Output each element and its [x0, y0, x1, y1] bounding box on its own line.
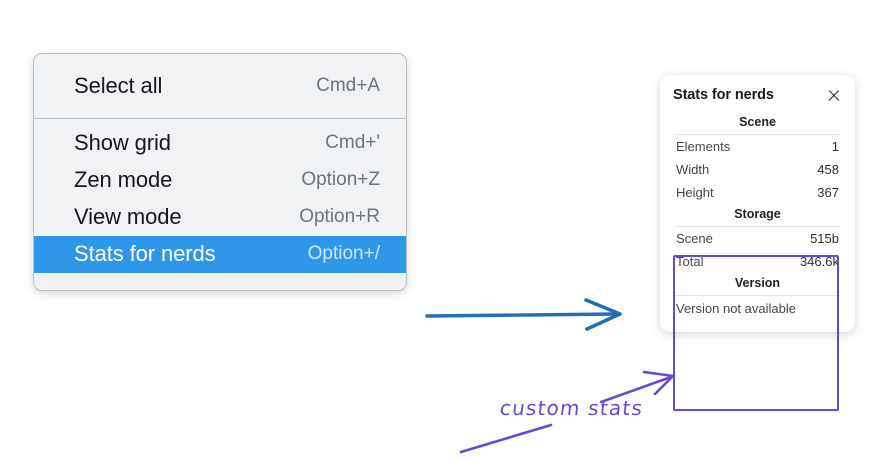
- stats-panel-title: Stats for nerds: [673, 87, 774, 103]
- section-title-storage: Storage: [734, 207, 781, 221]
- custom-stats-annotation-label: custom stats: [498, 396, 645, 420]
- stat-label: Scene: [676, 231, 713, 246]
- stat-row: Width 458: [673, 158, 842, 181]
- version-not-available-text: Version not available: [676, 301, 796, 316]
- menu-item-shortcut: Cmd+': [325, 132, 380, 153]
- stat-label: Elements: [676, 139, 731, 154]
- menu-item-label: Stats for nerds: [74, 241, 216, 266]
- menu-group-2: Show grid Cmd+' Zen mode Option+Z View m…: [34, 119, 406, 290]
- stat-label: Total: [676, 254, 704, 269]
- stat-value: 367: [817, 185, 839, 200]
- menu-item-shortcut: Option+Z: [301, 169, 380, 190]
- menu-item-label: Show grid: [74, 130, 171, 155]
- stat-label: Width: [676, 162, 710, 177]
- stat-label: Height: [676, 185, 714, 200]
- blue-arrow: [425, 298, 622, 331]
- stat-value: 346.6k: [799, 254, 839, 269]
- close-icon[interactable]: [827, 88, 841, 102]
- menu-item-label: View mode: [74, 204, 182, 229]
- menu-footer-spacer: [34, 273, 406, 290]
- stat-row: Elements 1: [673, 135, 842, 158]
- menu-item-label: Zen mode: [74, 167, 173, 192]
- menu-item-shortcut: Option+/: [307, 243, 380, 264]
- stat-row: Total 346.6k: [673, 250, 842, 273]
- menu-item-shortcut: Option+R: [299, 206, 380, 227]
- menu-item-select-all[interactable]: Select all Cmd+A: [34, 68, 406, 105]
- purple-underline-stroke: [459, 423, 553, 454]
- menu-item-show-grid[interactable]: Show grid Cmd+': [34, 125, 406, 162]
- menu-item-zen-mode[interactable]: Zen mode Option+Z: [34, 162, 406, 199]
- section-rule: [675, 295, 840, 296]
- section-title-version: Version: [734, 276, 781, 290]
- menu-item-view-mode[interactable]: View mode Option+R: [34, 199, 406, 236]
- stat-value: 458: [817, 162, 839, 177]
- stat-row: Scene 515b: [673, 227, 842, 250]
- stat-row: Height 367: [673, 181, 842, 204]
- menu-item-label: Select all: [74, 73, 163, 98]
- section-rule: [675, 226, 840, 227]
- menu-item-shortcut: Cmd+A: [316, 75, 380, 96]
- section-title-scene: Scene: [739, 115, 776, 129]
- canvas-context-menu[interactable]: Select all Cmd+A Show grid Cmd+' Zen mod…: [33, 53, 407, 291]
- menu-group-1: Select all Cmd+A: [34, 54, 406, 118]
- stat-value: 515b: [810, 231, 839, 246]
- section-rule: [675, 134, 840, 135]
- menu-divider: [34, 118, 406, 119]
- menu-item-stats-for-nerds[interactable]: Stats for nerds Option+/: [34, 236, 406, 273]
- stats-for-nerds-panel: Stats for nerds Scene Elements 1 Width 4…: [660, 75, 855, 332]
- stats-panel-header: Stats for nerds: [673, 87, 842, 103]
- stat-value: 1: [831, 139, 839, 154]
